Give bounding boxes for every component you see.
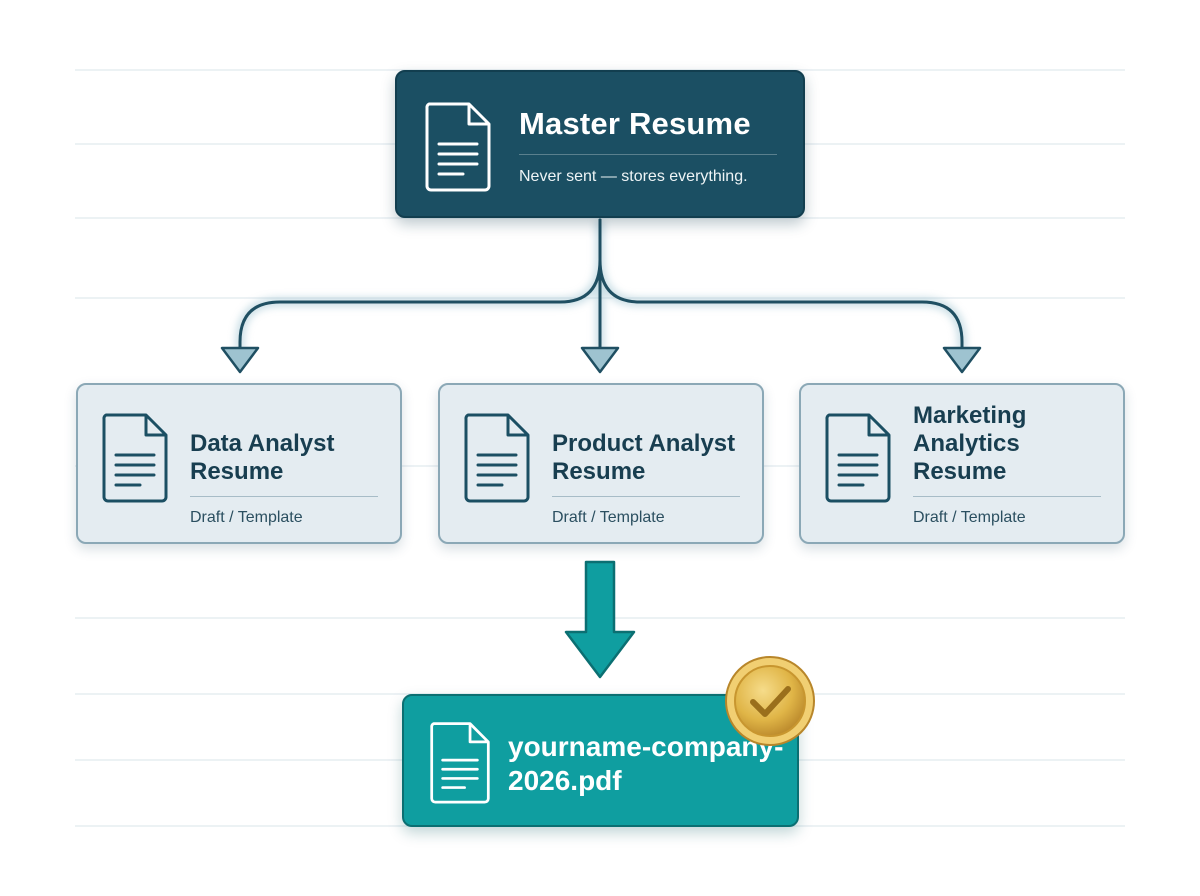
marketing-analytics-resume-card[interactable]: Marketing Analytics Resume Draft / Templ… xyxy=(799,383,1125,544)
master-resume-title: Master Resume xyxy=(519,106,751,141)
variant-subtitle: Draft / Template xyxy=(913,509,1026,526)
data-analyst-resume-card[interactable]: Data Analyst Resume Draft / Template xyxy=(76,383,402,544)
document-icon xyxy=(825,413,891,503)
document-icon xyxy=(425,102,491,192)
divider xyxy=(190,496,378,497)
document-icon xyxy=(430,722,490,804)
master-resume-card[interactable]: Master Resume Never sent — stores everyt… xyxy=(395,70,805,218)
variant-subtitle: Draft / Template xyxy=(190,509,303,526)
divider xyxy=(519,154,777,155)
product-analyst-resume-card[interactable]: Product Analyst Resume Draft / Template xyxy=(438,383,764,544)
variant-subtitle: Draft / Template xyxy=(552,509,665,526)
document-icon xyxy=(102,413,168,503)
divider xyxy=(913,496,1101,497)
variant-title: Data Analyst Resume xyxy=(190,430,335,485)
document-icon xyxy=(464,413,530,503)
checkmark-badge-icon xyxy=(725,656,815,746)
variant-title: Marketing Analytics Resume xyxy=(913,402,1027,485)
master-resume-subtitle: Never sent — stores everything. xyxy=(519,168,748,185)
final-pdf-filename: yourname-company-2026.pdf xyxy=(508,731,784,796)
variant-title: Product Analyst Resume xyxy=(552,430,736,485)
divider xyxy=(552,496,740,497)
